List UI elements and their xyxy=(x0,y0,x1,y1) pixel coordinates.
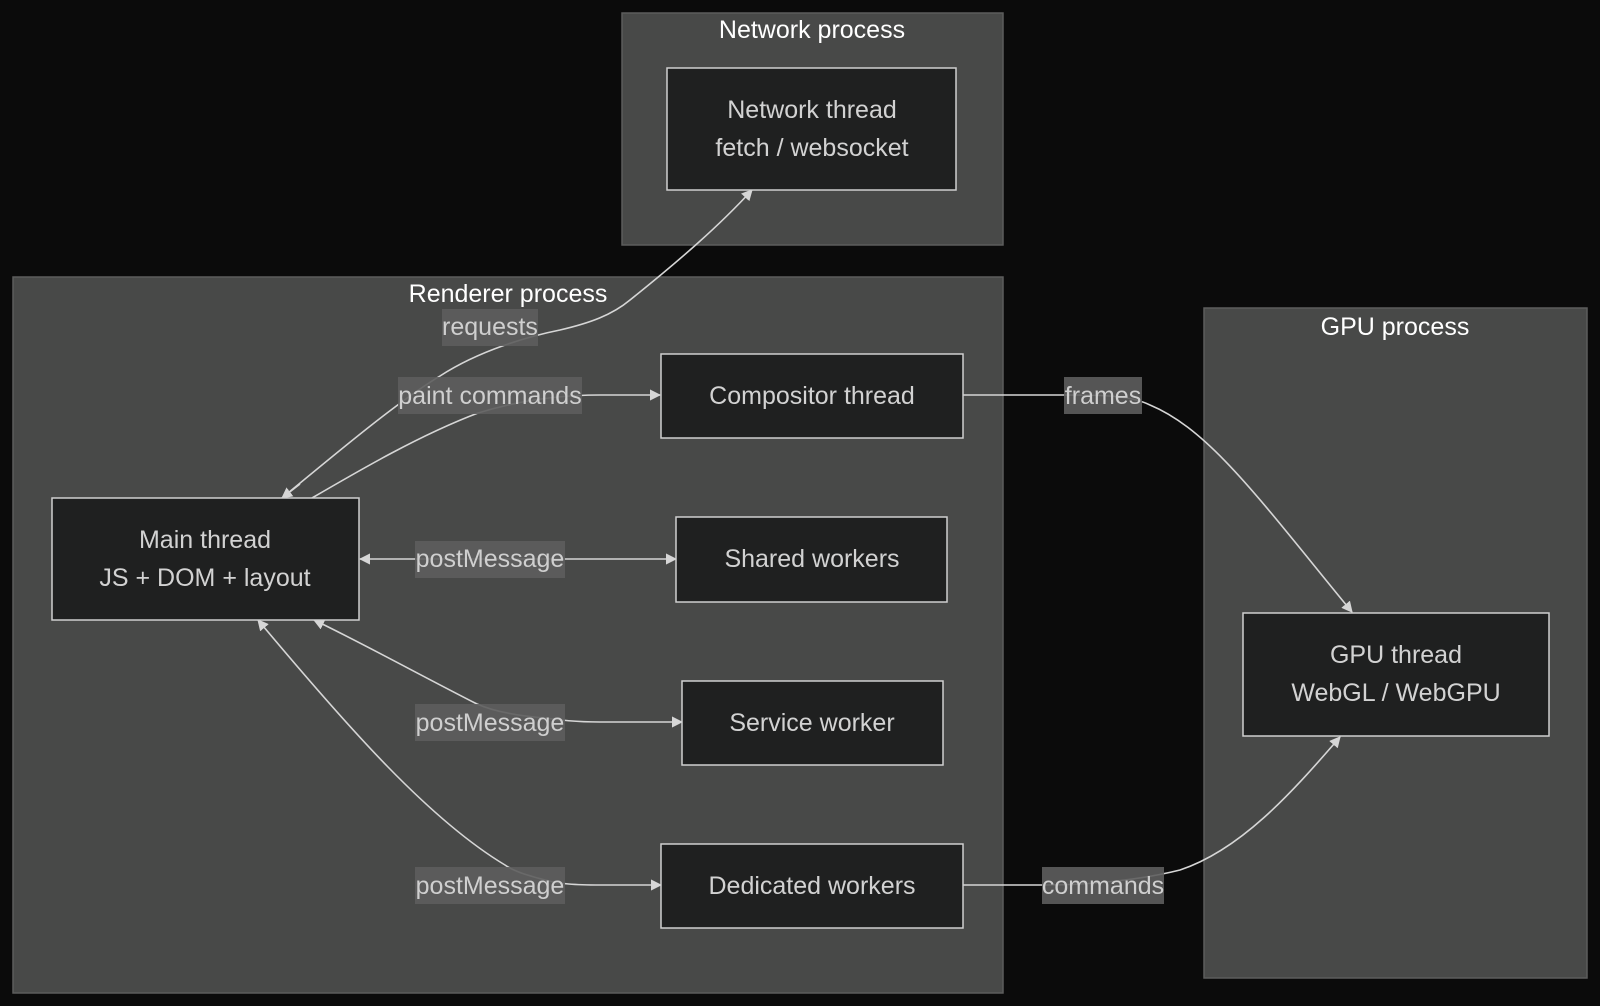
node-service-worker-title: Service worker xyxy=(729,709,894,737)
edge-label-postmessage-service: postMessage xyxy=(416,709,565,737)
edge-label-postmessage-dedicated: postMessage xyxy=(416,872,565,900)
edge-label-commands: commands xyxy=(1042,872,1164,900)
edge-requests-return-head xyxy=(281,483,301,499)
edge-label-requests: requests xyxy=(442,313,538,341)
cluster-renderer-title: Renderer process xyxy=(409,280,608,308)
node-shared-workers[interactable]: Shared workers xyxy=(675,516,948,603)
node-compositor-thread-title: Compositor thread xyxy=(709,382,915,410)
edge-label-frames: frames xyxy=(1065,382,1141,410)
node-network-thread-title: Network thread xyxy=(727,96,897,124)
node-dedicated-workers[interactable]: Dedicated workers xyxy=(660,843,964,929)
node-network-thread[interactable]: Network thread fetch / websocket xyxy=(666,67,957,191)
edge-requests xyxy=(281,189,753,499)
node-main-thread-title: Main thread xyxy=(139,526,271,554)
node-compositor-thread[interactable]: Compositor thread xyxy=(660,353,964,439)
node-gpu-thread[interactable]: GPU thread WebGL / WebGPU xyxy=(1242,612,1550,737)
node-main-thread-subtitle: JS + DOM + layout xyxy=(99,564,310,592)
node-gpu-thread-title: GPU thread xyxy=(1330,641,1462,669)
node-shared-workers-title: Shared workers xyxy=(724,545,899,573)
node-network-thread-subtitle: fetch / websocket xyxy=(715,134,908,162)
node-dedicated-workers-title: Dedicated workers xyxy=(708,872,915,900)
node-gpu-thread-subtitle: WebGL / WebGPU xyxy=(1291,679,1500,707)
cluster-network-title: Network process xyxy=(719,16,905,44)
edge-label-paint-commands: paint commands xyxy=(398,382,581,410)
cluster-gpu-title: GPU process xyxy=(1321,313,1470,341)
edge-labels: requests paint commands postMessage post… xyxy=(398,309,1164,904)
edge-label-postmessage-shared: postMessage xyxy=(416,545,565,573)
node-main-thread[interactable]: Main thread JS + DOM + layout xyxy=(51,497,360,621)
node-service-worker[interactable]: Service worker xyxy=(681,680,944,766)
